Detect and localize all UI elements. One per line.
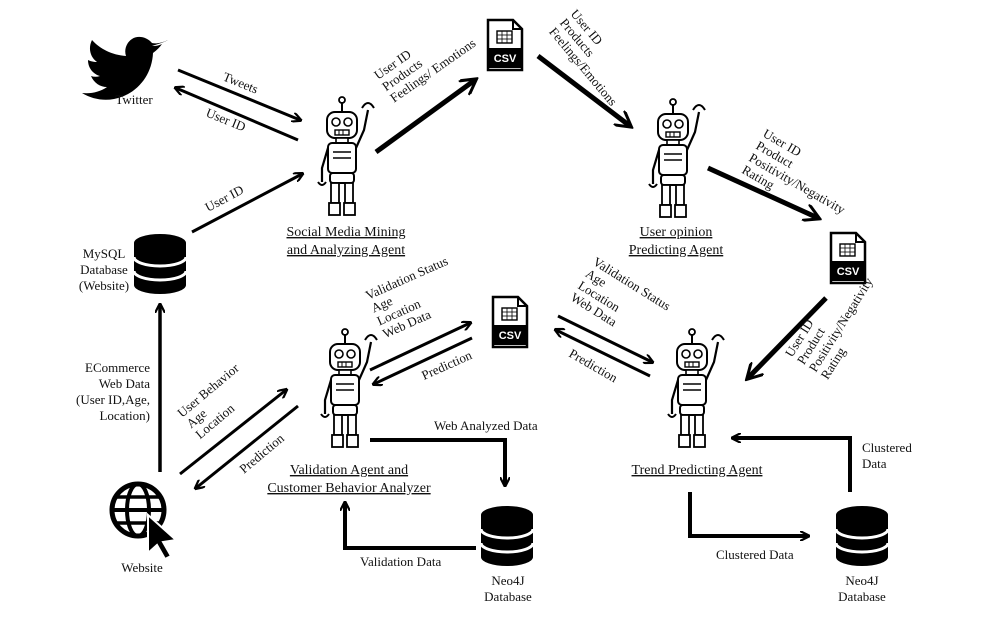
neo4j-left-label-line-1: Neo4J — [491, 573, 524, 588]
arrow-prediction-to-website — [196, 404, 299, 488]
website-node: Website — [109, 481, 179, 575]
svg-text:Validation Status: Validation Status — [363, 253, 450, 303]
csv-file-top: CSV — [486, 18, 524, 72]
csv-file-right-label: CSV — [837, 266, 860, 278]
social-media-agent: Social Media Mining and Analyzing Agent — [287, 95, 406, 258]
robot-icon — [316, 95, 376, 217]
svg-text:Location): Location) — [99, 408, 150, 423]
edge-label-csv-to-opinion: User ID Products Feelings/Emotions — [546, 6, 620, 108]
mysql-label-line-3: (Website) — [79, 278, 129, 293]
arrow-csv-to-trend — [748, 296, 828, 378]
arrow-website-to-validation — [179, 390, 286, 476]
arrow-web-analyzed-data — [370, 438, 505, 485]
mysql-label-line-2: Database — [80, 262, 128, 277]
svg-text:ECommerce: ECommerce — [85, 360, 150, 375]
arrow-prediction-to-validation — [374, 336, 473, 384]
robot-icon — [319, 327, 379, 449]
edge-label-prediction-to-validation: Prediction — [419, 347, 474, 383]
edge-label-clustered-out: Clustered Data — [862, 440, 912, 471]
arrow-social-to-csv — [374, 80, 475, 155]
arrow-tweets — [177, 68, 300, 120]
neo4j-right-label-line-2: Database — [838, 589, 886, 604]
twitter-label: Twitter — [115, 92, 153, 107]
arrow-clustered-data-in — [688, 492, 808, 536]
twitter-bird-icon — [82, 36, 168, 100]
website-label: Website — [121, 560, 163, 575]
robot-icon — [666, 327, 726, 449]
svg-text:(User ID,Age,: (User ID,Age, — [76, 392, 150, 407]
user-opinion-agent: User opinion Predicting Agent — [629, 97, 724, 258]
arrow-userid-to-twitter — [176, 88, 299, 142]
edge-label-opinion-to-csv: User ID Product Positivity/Negativity Ra… — [740, 126, 849, 218]
arrow-validation-data — [345, 503, 476, 550]
mysql-label-line-1: MySQL — [83, 246, 126, 261]
svg-text:Clustered: Clustered — [862, 440, 912, 455]
csv-file-middle-label: CSV — [499, 330, 522, 342]
opinion-agent-label-line-2: Predicting Agent — [629, 243, 724, 258]
mysql-database-icon — [132, 232, 188, 296]
mysql-database-node: MySQL Database (Website) — [79, 232, 188, 296]
edge-label-clustered-in: Clustered Data — [716, 547, 794, 562]
edge-label-website-to-validation: User Behavior Age Location — [174, 360, 242, 442]
edge-label-validation-data: Validation Data — [360, 554, 441, 569]
validation-agent: Validation Agent and Customer Behavior A… — [267, 327, 431, 496]
arrow-csv-to-opinion — [536, 54, 630, 126]
validation-agent-label-line-1: Validation Agent and — [290, 463, 408, 478]
neo4j-left-database-icon — [479, 504, 535, 568]
edge-label-web-analyzed: Web Analyzed Data — [434, 418, 538, 433]
edge-label-validation-to-csv: Validation Status Age Location Web Data — [363, 253, 450, 341]
social-agent-label-line-2: and Analyzing Agent — [287, 243, 405, 258]
neo4j-database-left: Neo4J Database — [479, 504, 535, 604]
edge-label-prediction-to-website: Prediction — [236, 430, 287, 476]
csv-file-middle: CSV — [491, 295, 529, 349]
csv-file-top-label: CSV — [494, 53, 517, 65]
svg-text:Web Data: Web Data — [99, 376, 151, 391]
edge-label-csv-to-trend-status: Validation Status Age Location Web Data — [568, 254, 673, 330]
edge-label-prediction-from-trend: Prediction — [567, 346, 621, 386]
edge-label-ecommerce: ECommerce Web Data (User ID,Age, Locatio… — [76, 360, 150, 423]
neo4j-right-database-icon — [834, 504, 890, 568]
social-agent-label-line-1: Social Media Mining — [287, 225, 406, 240]
twitter-node: Twitter — [82, 36, 168, 107]
arrow-clustered-data-out — [733, 438, 852, 492]
csv-file-right: CSV — [829, 231, 867, 285]
trend-predicting-agent: Trend Predicting Agent — [632, 327, 763, 478]
svg-text:Data: Data — [862, 456, 887, 471]
arrow-csv-to-trend-status — [557, 314, 652, 362]
neo4j-left-label-line-2: Database — [484, 589, 532, 604]
neo4j-right-label-line-1: Neo4J — [845, 573, 878, 588]
trend-agent-label: Trend Predicting Agent — [632, 463, 763, 478]
edge-label-userid-from-db: User ID — [202, 182, 246, 215]
arrow-userid-from-db — [191, 174, 302, 234]
globe-cursor-icon — [109, 481, 179, 561]
arrow-validation-to-csv — [369, 323, 470, 372]
arrow-opinion-to-csv — [706, 165, 818, 218]
opinion-agent-label-line-1: User opinion — [640, 225, 713, 240]
validation-agent-label-line-2: Customer Behavior Analyzer — [267, 481, 431, 496]
neo4j-database-right: Neo4J Database — [834, 504, 890, 604]
edge-label-tweets: Tweets — [221, 69, 261, 97]
robot-icon — [647, 97, 707, 219]
arrow-prediction-from-trend — [556, 330, 651, 378]
